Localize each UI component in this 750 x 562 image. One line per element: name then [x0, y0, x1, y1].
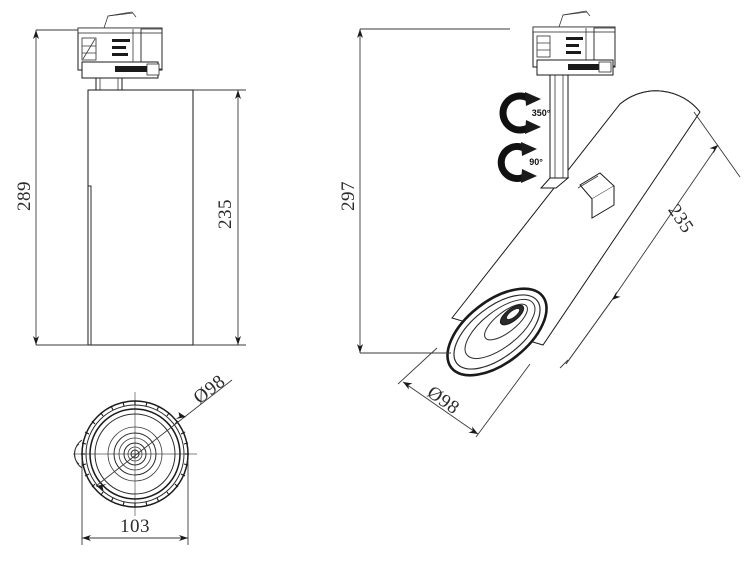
mounting-bracket-angled	[539, 72, 615, 219]
dimension-label-diameter-98-bottom: Ø98	[190, 371, 230, 409]
track-adapter-angled	[532, 10, 616, 76]
luminaire-body-front	[87, 89, 194, 346]
bottom-plan-view: Ø98 103	[73, 371, 233, 545]
reflector-rings	[94, 413, 176, 495]
dimension-label-diameter-98-angled: Ø98	[423, 382, 463, 419]
knurled-outer-ring	[73, 400, 189, 508]
dimension-289: 289	[14, 29, 88, 346]
curved-rotation-arrow-icon-350	[499, 92, 541, 134]
rotation-indicator-90: 90°	[497, 142, 543, 183]
angled-perspective-view: 350° 90° 297 Ø98	[338, 10, 741, 438]
dimension-297: 297	[338, 28, 510, 354]
dimension-label-297: 297	[338, 181, 359, 211]
track-adapter-front	[77, 11, 163, 91]
dimension-label-235-front: 235	[215, 199, 236, 229]
front-elevation-view: 289 235	[14, 11, 246, 346]
dimension-103: 103	[81, 460, 189, 545]
dimension-label-103: 103	[120, 516, 150, 537]
luminaire-body-angled	[446, 90, 701, 377]
dimension-label-289: 289	[14, 181, 35, 211]
rotation-label-350: 350°	[532, 108, 551, 118]
dimension-label-235-angled: 235	[663, 201, 697, 238]
rotation-indicator-350: 350°	[499, 92, 551, 134]
curved-rotation-arrow-icon-90	[497, 142, 537, 183]
dimension-235-front: 235	[193, 89, 246, 346]
lens-reflector-ellipse	[446, 287, 548, 377]
dimension-diameter-98-bottom: Ø98	[95, 371, 233, 491]
rotation-label-90: 90°	[529, 157, 543, 167]
